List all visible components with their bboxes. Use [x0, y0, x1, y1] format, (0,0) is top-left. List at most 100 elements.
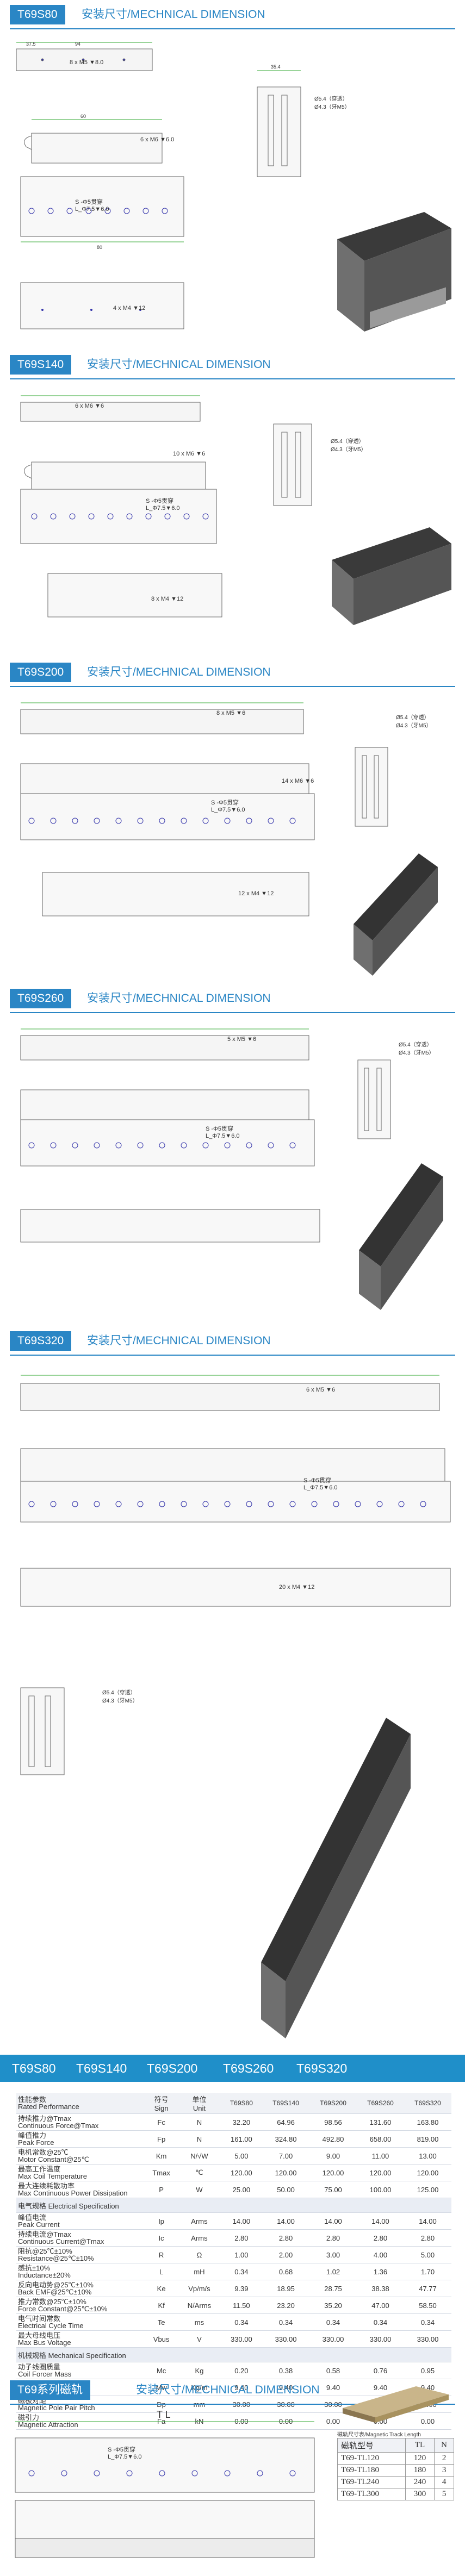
track-table-title: 磁轨尺寸表/Magnetic Track Length: [337, 2432, 421, 2438]
sign-cell: Vbus: [145, 2330, 178, 2348]
model-badge: T69系列磁轨: [10, 2380, 91, 2400]
param-cn: 推力常数@25℃±10%: [18, 2298, 86, 2306]
value-cell: 1.36: [357, 2263, 404, 2280]
section-rule: [10, 28, 455, 29]
value-cell: 0.34: [404, 2313, 451, 2331]
value-cell: 9.40: [262, 2379, 310, 2396]
sign-cell: Te: [145, 2313, 178, 2331]
callout-text: L_Φ7.5▼6.0: [146, 505, 179, 512]
value-cell: 125.00: [404, 2181, 451, 2198]
sign-cell: Tmax: [145, 2164, 178, 2181]
model-badge: T69S260: [10, 989, 72, 1008]
value-cell: 131.60: [357, 2113, 404, 2131]
callout-text: S -Φ5贯穿: [75, 198, 103, 205]
callout-text: S -Φ5贯穿: [108, 2446, 135, 2453]
header-cell: 单位: [192, 2095, 207, 2104]
callout-text: 14 x M6 ▼6: [282, 778, 314, 784]
unit-cell: Vp/m/s: [178, 2280, 221, 2297]
value-cell: 9.40: [357, 2379, 404, 2396]
dimension-label: 94: [75, 41, 80, 47]
sign-cell: Fa: [145, 2412, 178, 2430]
value-cell: 14.00: [404, 2212, 451, 2230]
value-cell: 120.00: [309, 2164, 357, 2181]
value-cell: 0.76: [357, 2362, 404, 2379]
callout-text: 8 x M5 ▼6: [216, 710, 245, 716]
header-cell: N: [434, 2438, 454, 2453]
value-cell: 1.02: [309, 2263, 357, 2280]
value-cell: 330.00: [309, 2330, 357, 2348]
param-en: Peak Current: [18, 2221, 60, 2229]
dimension-drawing-t69s80: 8 x M5 ▼8.0 6 x M6 ▼6.0 S -Φ5贯穿 L_Φ7.5▼6…: [16, 41, 350, 329]
value-cell: 0.20: [220, 2362, 263, 2379]
value-cell: 58.50: [404, 2297, 451, 2314]
value-cell: 47.00: [357, 2297, 404, 2314]
model-badge: T69S200: [10, 663, 72, 682]
param-en: Magnetic Pole Pair Pitch: [18, 2404, 95, 2412]
sign-cell: Km: [145, 2147, 178, 2165]
unit-cell: kN: [178, 2412, 221, 2430]
hole-note: Ø4.3（牙M5）: [331, 446, 367, 453]
value-cell: 0.34: [357, 2313, 404, 2331]
table-cell: 4: [434, 2476, 454, 2488]
param-cn: 最大母线电压: [18, 2331, 61, 2340]
value-cell: 14.00: [357, 2212, 404, 2230]
value-cell: 9.00: [309, 2147, 357, 2165]
value-cell: 0.34: [220, 2313, 263, 2331]
value-cell: 11.50: [220, 2297, 263, 2314]
sign-cell: Ke: [145, 2280, 178, 2297]
header-cell: TL: [405, 2438, 435, 2453]
spec-model: T69S140: [76, 2061, 127, 2075]
table-cell: T69-TL180: [337, 2464, 406, 2477]
sign-cell: Kf: [145, 2297, 178, 2314]
value-cell: 13.00: [404, 2147, 451, 2165]
sign-cell: Mw: [145, 2379, 178, 2396]
dimension-drawing-t69s260: 5 x M5 ▼6 S -Φ5贯穿 L_Φ7.5▼6.0 Ø5.4（穿透） Ø4…: [20, 1028, 435, 1243]
header-cell: 磁轨型号: [337, 2438, 406, 2453]
value-cell: 7.00: [262, 2147, 310, 2165]
value-cell: 120.00: [357, 2164, 404, 2181]
table-cell: 120: [405, 2452, 435, 2465]
value-cell: 64.96: [262, 2113, 310, 2131]
value-cell: 0.95: [404, 2362, 451, 2379]
value-cell: 75.00: [309, 2181, 357, 2198]
product-render-t69s200: [354, 853, 438, 976]
hole-note: Ø5.4（穿透）: [396, 714, 430, 721]
unit-cell: Kg: [178, 2362, 221, 2379]
unit-cell: ms: [178, 2313, 221, 2331]
value-cell: 9.39: [220, 2280, 263, 2297]
dimension-drawing-t69s140: 6 x M6 ▼6 10 x M6 ▼6 S -Φ5贯穿 L_Φ7.5▼6.0 …: [20, 395, 367, 618]
unit-cell: Arms: [178, 2229, 221, 2247]
table-cell: 180: [405, 2464, 435, 2477]
model-badge: T69S320: [10, 1331, 72, 1351]
table-row: T69-TL180 180 3: [337, 2464, 454, 2477]
value-cell: 492.80: [309, 2130, 357, 2148]
section-rule: [10, 686, 455, 687]
sign-cell: Mc: [145, 2362, 178, 2379]
product-render-t69s320: [261, 1718, 411, 2038]
header-cell: T69S260: [357, 2093, 404, 2114]
value-cell: 14.00: [262, 2212, 310, 2230]
value-cell: 0.00: [309, 2412, 357, 2430]
header-cell: T69S320: [404, 2093, 451, 2114]
hole-note: Ø5.4（穿透）: [102, 1689, 136, 1696]
hole-note: Ø4.3（牙M5）: [396, 722, 432, 729]
dimension-label: 80: [97, 245, 102, 250]
param-en: Continuous Current@Tmax: [18, 2237, 104, 2246]
value-cell: 2.80: [357, 2229, 404, 2247]
spec-model: T69S200: [147, 2061, 198, 2075]
table-row: T69-TL300 300 5: [337, 2488, 454, 2500]
value-cell: 14.00: [220, 2212, 263, 2230]
param-cn: 最大连续耗散功率: [18, 2182, 75, 2190]
value-cell: 14.00: [309, 2212, 357, 2230]
section-rule: [10, 2404, 455, 2405]
section-title: 安装尺寸/MECHNICAL DIMENSION: [87, 1334, 271, 1347]
section-title: 安装尺寸/MECHNICAL DIMENSION: [82, 8, 265, 21]
